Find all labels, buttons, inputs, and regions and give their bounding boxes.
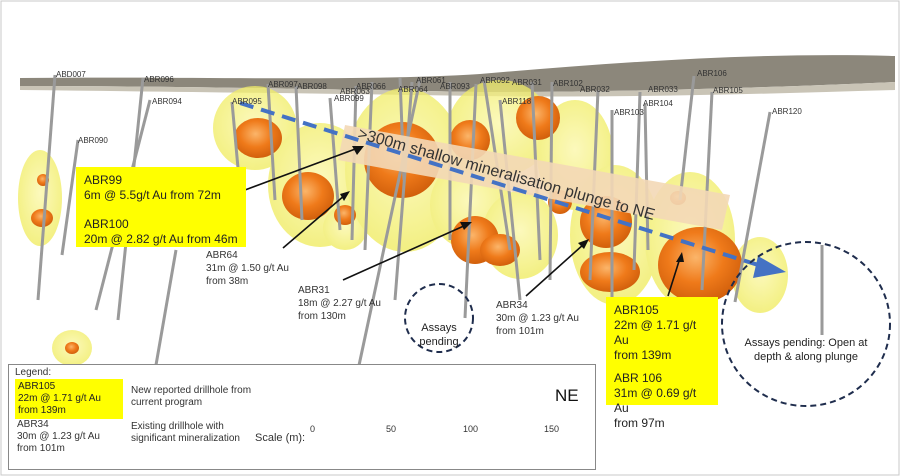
note-abr31: ABR31 18m @ 2.27 g/t Au from 130m bbox=[298, 284, 381, 323]
legend-existing-example-line-1: ABR34 bbox=[17, 419, 49, 430]
callout-abr106-result-1: 31m @ 0.69 g/t Au bbox=[614, 386, 697, 415]
collar-ABR092: ABR092 bbox=[480, 76, 510, 85]
callout-abr105-result-2: from 139m bbox=[614, 348, 672, 362]
leader-lines bbox=[244, 147, 681, 297]
legend-existing-desc-line-1: Existing drillhole with bbox=[131, 421, 224, 432]
collar-ABR061: ABR061 bbox=[416, 76, 446, 85]
callout-abr106-result-2: from 97m bbox=[614, 416, 665, 430]
pending-circle-small bbox=[404, 283, 474, 353]
topography-surface bbox=[20, 55, 895, 92]
collar-ABR105: ABR105 bbox=[713, 86, 743, 95]
callout-abr100-title: ABR100 bbox=[84, 217, 129, 231]
collar-ABR032: ABR032 bbox=[580, 85, 610, 94]
callout-abr100-result: 20m @ 2.82 g/t Au from 46m bbox=[84, 232, 238, 246]
plunge-trend-line bbox=[239, 101, 769, 270]
scale-tick-100: 100 bbox=[463, 424, 479, 434]
pending-circle-large bbox=[721, 241, 891, 407]
legend-new-desc-line-1: New reported drillhole from bbox=[131, 385, 252, 396]
note-abr31-depth: from 130m bbox=[298, 311, 346, 322]
legend-new-desc-line-2: current program bbox=[131, 397, 203, 408]
collar-ABR094: ABR094 bbox=[152, 97, 182, 106]
direction-label: NE bbox=[555, 386, 579, 405]
callout-abr105-title: ABR105 bbox=[614, 303, 659, 317]
note-abr34-grade: 30m @ 1.23 g/t Au bbox=[496, 313, 579, 324]
scale-tick-0: 0 bbox=[310, 424, 316, 434]
collar-ABR063: ABR063 bbox=[340, 87, 370, 96]
callout-abr106-title: ABR 106 bbox=[614, 371, 663, 385]
legend-new-example: ABR105 22m @ 1.71 g/t Au from 139m bbox=[15, 379, 123, 419]
note-abr34: ABR34 30m @ 1.23 g/t Au from 101m bbox=[496, 299, 579, 338]
plunge-trend-arrowhead bbox=[753, 256, 786, 278]
pending-text-large: Assays pending: Open at depth & along pl… bbox=[730, 336, 882, 364]
collar-ABR097: ABR097 bbox=[268, 80, 298, 89]
legend-existing-example-line-2: 30m @ 1.23 g/t Au bbox=[17, 431, 100, 442]
collar-ABR066: ABR066 bbox=[356, 82, 386, 91]
callout-abr105-result-1: 22m @ 1.71 g/t Au bbox=[614, 318, 697, 347]
legend: Legend: ABR105 22m @ 1.71 g/t Au from 13… bbox=[8, 364, 596, 470]
pending-small-line-1: Assays bbox=[421, 322, 457, 334]
note-abr64-depth: from 38m bbox=[206, 276, 249, 287]
collar-ABR106: ABR106 bbox=[697, 69, 727, 78]
collar-ABR096: ABR096 bbox=[144, 75, 174, 84]
legend-existing-desc-line-2: significant mineralization bbox=[131, 433, 240, 444]
drillhole-collar-labels: ABD007 ABR096 ABR094 ABR095 ABR090 ABR09… bbox=[56, 69, 802, 145]
collar-ABR103: ABR103 bbox=[614, 108, 644, 117]
collar-ABR118: ABR118 bbox=[502, 97, 532, 106]
note-abr31-title: ABR31 bbox=[298, 285, 330, 296]
legend-existing-desc: Existing drillhole with significant mine… bbox=[131, 421, 240, 445]
legend-title: Legend: bbox=[15, 367, 52, 378]
collar-ABR033: ABR033 bbox=[648, 85, 678, 94]
topography-base bbox=[20, 82, 895, 97]
pending-text-small: Assays pending bbox=[409, 321, 469, 349]
callout-abr99-result: 6m @ 5.5g/t Au from 72m bbox=[84, 188, 221, 202]
scale-tick-50: 50 bbox=[386, 424, 397, 434]
callout-abr99-abr100: ABR99 6m @ 5.5g/t Au from 72m ABR100 20m… bbox=[76, 167, 246, 247]
legend-new-example-line-3: from 139m bbox=[18, 405, 66, 416]
collar-ABR093: ABR093 bbox=[440, 82, 470, 91]
scale-tick-150: 150 bbox=[544, 424, 560, 434]
callout-abr105-abr106: ABR105 22m @ 1.71 g/t Au from 139m ABR 1… bbox=[606, 297, 718, 430]
note-abr64: ABR64 31m @ 1.50 g/t Au from 38m bbox=[206, 249, 289, 288]
scale-title: Scale (m): bbox=[255, 432, 306, 444]
note-abr64-title: ABR64 bbox=[206, 250, 238, 261]
leader-arrowheads bbox=[340, 146, 684, 262]
pending-large-line-2: depth & along plunge bbox=[754, 351, 858, 363]
collar-ABR031: ABR031 bbox=[512, 78, 542, 87]
collar-ABR104: ABR104 bbox=[643, 99, 673, 108]
collar-ABR102: ABR102 bbox=[553, 79, 583, 88]
legend-new-example-line-1: ABR105 bbox=[18, 381, 56, 392]
pending-small-line-2: pending bbox=[419, 336, 459, 348]
legend-existing-example: ABR34 30m @ 1.23 g/t Au from 101m bbox=[17, 419, 100, 455]
plunge-label-band bbox=[338, 125, 730, 230]
collar-ABR090: ABR090 bbox=[78, 136, 108, 145]
collar-ABR095: ABR095 bbox=[232, 97, 262, 106]
note-abr34-title: ABR34 bbox=[496, 300, 528, 311]
legend-new-desc: New reported drillhole from current prog… bbox=[131, 385, 251, 409]
collar-ABR099: ABR099 bbox=[334, 94, 364, 103]
legend-new-example-line-2: 22m @ 1.71 g/t Au bbox=[18, 393, 101, 404]
note-abr64-grade: 31m @ 1.50 g/t Au bbox=[206, 263, 289, 274]
callout-abr99-title: ABR99 bbox=[84, 173, 123, 187]
note-abr34-depth: from 101m bbox=[496, 326, 544, 337]
pending-large-line-1: Assays pending: Open at bbox=[744, 337, 868, 349]
collar-ABD007: ABD007 bbox=[56, 70, 86, 79]
collar-ABR098: ABR098 bbox=[297, 82, 327, 91]
collar-ABR064: ABR064 bbox=[398, 85, 428, 94]
collar-ABR120: ABR120 bbox=[772, 107, 802, 116]
note-abr31-grade: 18m @ 2.27 g/t Au bbox=[298, 298, 381, 309]
legend-existing-example-line-3: from 101m bbox=[17, 443, 65, 454]
